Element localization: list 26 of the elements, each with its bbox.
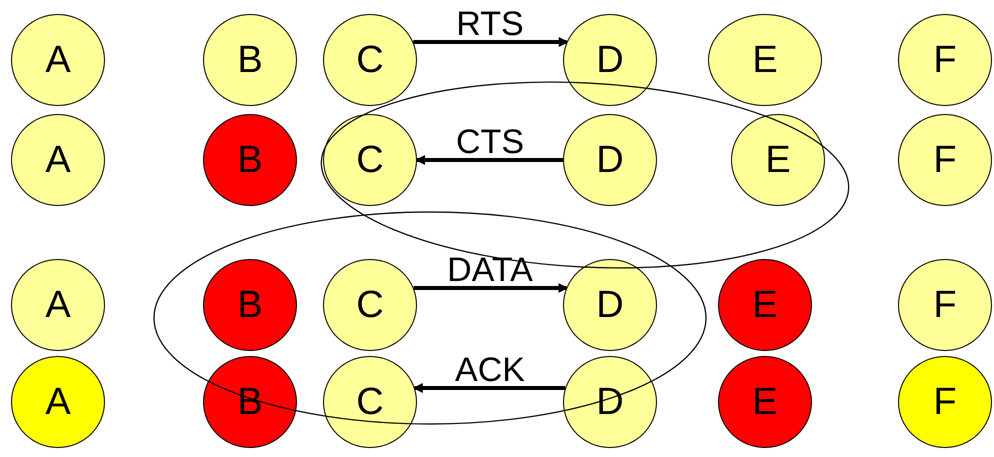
node-label: B xyxy=(237,38,263,82)
node-label: A xyxy=(45,38,71,82)
arrow xyxy=(413,37,569,47)
node-label: A xyxy=(45,284,71,326)
node-label: E xyxy=(765,138,791,182)
node-label: C xyxy=(356,138,384,182)
node-label: C xyxy=(356,38,384,82)
node-label: E xyxy=(752,38,778,82)
node-label: A xyxy=(45,380,71,424)
node-label: F xyxy=(933,284,957,326)
arrow xyxy=(415,155,563,165)
node-label: B xyxy=(237,138,263,182)
node-label: C xyxy=(356,380,384,424)
node-label: F xyxy=(933,38,957,82)
node-label: F xyxy=(933,380,957,424)
node-label: D xyxy=(596,138,624,182)
node-label: E xyxy=(752,284,778,326)
node-label: E xyxy=(752,380,778,424)
node-label: B xyxy=(237,284,263,326)
node-label: D xyxy=(596,38,624,82)
node-label: F xyxy=(933,138,957,182)
node-label: D xyxy=(596,284,624,326)
arrow xyxy=(412,383,566,393)
node-label: A xyxy=(45,138,71,182)
node-label: C xyxy=(356,284,384,326)
arrow xyxy=(414,283,568,293)
